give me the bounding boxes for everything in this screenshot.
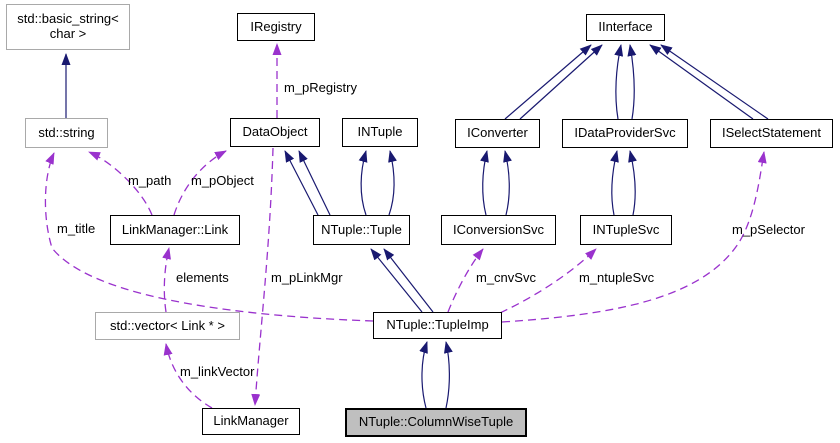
edge-linkmanager-to-vector bbox=[163, 343, 213, 409]
edge-label-m-path: m_path bbox=[128, 173, 172, 188]
edge-tupleimp-to-stdstring bbox=[44, 152, 374, 322]
edge-link-to-stdstring bbox=[88, 151, 153, 216]
edge-tupleimp-to-tuple-1 bbox=[370, 248, 423, 313]
class-node-linkmanager-link[interactable]: LinkManager::Link bbox=[110, 215, 240, 245]
class-node-iselectstatement[interactable]: ISelectStatement bbox=[710, 119, 833, 148]
edge-intuplesvc-to-idataprovidersvc-2 bbox=[628, 150, 637, 216]
edge-label-m-ntuplesvc: m_ntupleSvc bbox=[579, 270, 655, 285]
class-node-std-string[interactable]: std::string bbox=[25, 118, 108, 148]
edge-dataobject-to-linkmanager bbox=[251, 147, 274, 406]
edge-label-m-pregistry: m_pRegistry bbox=[284, 80, 357, 95]
edge-tupleimp-to-intuplesvc bbox=[499, 248, 597, 314]
class-node-linkmanager[interactable]: LinkManager bbox=[202, 408, 300, 435]
edge-intuplesvc-to-idataprovidersvc-1 bbox=[610, 150, 619, 216]
edge-idataprovidersvc-to-iinterface-2 bbox=[627, 44, 637, 120]
edge-label-m-pobject: m_pObject bbox=[191, 173, 254, 188]
class-node-iinterface[interactable]: IInterface bbox=[586, 14, 665, 41]
class-node-label: std::basic_string< bbox=[17, 11, 119, 27]
edge-label-m-plinkmgr: m_pLinkMgr bbox=[271, 270, 343, 285]
class-node-intuplesvc[interactable]: INTupleSvc bbox=[580, 215, 672, 245]
class-node-idataprovidersvc[interactable]: IDataProviderSvc bbox=[562, 119, 688, 148]
edge-label-elements: elements bbox=[176, 270, 229, 285]
edge-iconversionsvc-to-iconverter-2 bbox=[503, 150, 512, 216]
class-node-dataobject[interactable]: DataObject bbox=[230, 118, 320, 147]
class-node-std-vector-link[interactable]: std::vector< Link * > bbox=[95, 312, 240, 340]
class-node-iconverter[interactable]: IConverter bbox=[455, 119, 540, 148]
edge-iselectstatement-to-iinterface-2 bbox=[660, 44, 769, 120]
edge-vector-to-link bbox=[162, 247, 171, 313]
class-node-label: char > bbox=[49, 26, 87, 41]
class-node-intuple[interactable]: INTuple bbox=[342, 118, 418, 147]
edge-tupleimp-to-tuple-2 bbox=[383, 248, 434, 313]
edge-link-to-dataobject bbox=[173, 150, 227, 216]
edge-columnwisetuple-to-tupleimp-1 bbox=[419, 341, 428, 409]
edge-columnwisetuple-to-tupleimp-2 bbox=[443, 341, 453, 409]
edge-idataprovidersvc-to-iinterface-1 bbox=[614, 44, 624, 120]
edge-label-m-cnvsvc: m_cnvSvc bbox=[476, 270, 536, 285]
class-node-ntuple-columnwisetuple: NTuple::ColumnWiseTuple bbox=[345, 408, 527, 437]
class-node-ntuple-tupleimp[interactable]: NTuple::TupleImp bbox=[373, 312, 502, 339]
edge-tuple-to-dataobject-2 bbox=[298, 150, 331, 216]
edge-iselectstatement-to-iinterface-1 bbox=[649, 44, 754, 120]
class-node-ntuple-tuple[interactable]: NTuple::Tuple bbox=[313, 215, 410, 245]
edge-tuple-to-intuple-2 bbox=[388, 150, 397, 216]
edge-tuple-to-dataobject-1 bbox=[284, 150, 319, 216]
edge-iconversionsvc-to-iconverter-1 bbox=[480, 150, 489, 216]
class-node-std-basic-string[interactable]: std::basic_string< char > bbox=[6, 4, 130, 50]
edge-label-m-pselector: m_pSelector bbox=[732, 222, 805, 237]
edge-tuple-to-intuple-1 bbox=[358, 150, 368, 216]
edge-tupleimp-to-iselectstatement bbox=[501, 151, 767, 323]
class-node-iregistry[interactable]: IRegistry bbox=[237, 13, 315, 41]
edge-label-m-title: m_title bbox=[57, 221, 96, 236]
edge-iconverter-to-iinterface-1 bbox=[504, 44, 592, 120]
edge-iconverter-to-iinterface-2 bbox=[519, 44, 603, 120]
edge-tupleimp-to-iconversionsvc bbox=[447, 248, 484, 313]
edge-label-m-linkvector: m_linkVector bbox=[180, 364, 255, 379]
class-node-iconversionsvc[interactable]: IConversionSvc bbox=[441, 215, 556, 245]
